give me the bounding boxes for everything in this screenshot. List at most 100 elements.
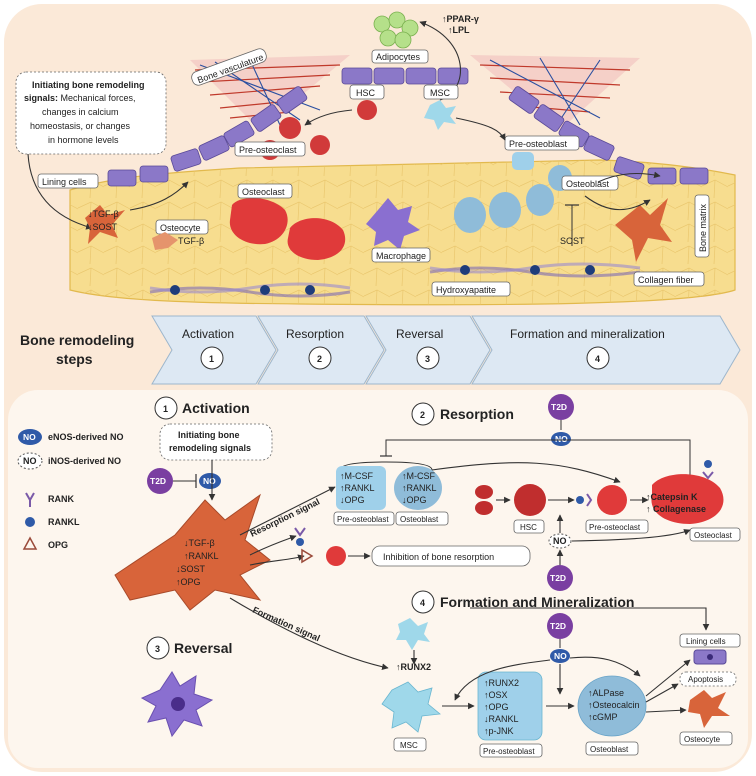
inos-legend-label: iNOS-derived NO (48, 456, 121, 466)
rankl-legend-label: RANKL (48, 517, 80, 527)
bone-matrix-label: Bone matrix (698, 203, 708, 252)
preob2-marker-3: ↑OPG (484, 702, 509, 712)
initiating-signals-lower-box (159, 423, 273, 461)
initiating-body-line1: signals: Mechanical forces, (24, 93, 136, 103)
no-label-activation: NO (203, 476, 216, 486)
rank-top-oc (702, 471, 714, 480)
osteocyte-text-3: ↓SOST (176, 564, 206, 574)
sost-down-label: ↓SOST (88, 222, 118, 232)
osteocyte-text-4: ↑OPG (176, 577, 201, 587)
osteoclast-top-box (237, 183, 293, 199)
lining-cells-top-label: Lining cells (42, 177, 87, 187)
t2d-badge-inos (547, 565, 573, 591)
no-badge-activation (199, 473, 221, 489)
osteocyte-text-1: ↓TGF-β (184, 538, 215, 548)
osteoclast-cell-1 (229, 198, 288, 245)
formation-signal-arrow (229, 597, 389, 671)
oc-lower-label: Osteoclast (694, 531, 733, 540)
lining-cells-lower-box (679, 633, 741, 648)
preoc-lower-cell (597, 485, 627, 515)
inos-to-oc-arrow (571, 529, 691, 542)
initiating-body-5: in hormone levels (48, 135, 119, 145)
ob-marker-3: ↓OPG (402, 495, 427, 505)
formation-num: 4 (420, 598, 425, 608)
step-2-circle (308, 346, 332, 370)
rank-legend-icon (25, 492, 35, 507)
t2d-label-resorption: T2D (551, 402, 567, 412)
activation-num-circle (154, 396, 178, 420)
inos-legend-icon (17, 452, 43, 470)
resorption-num-circle (411, 402, 435, 426)
step-4-num: 4 (595, 354, 600, 364)
inos-no-label: NO (553, 536, 567, 546)
msc-top-cell (424, 100, 456, 130)
hydroxyapatite-label: Hydroxyapatite (436, 285, 496, 295)
t2d-label-formation: T2D (550, 621, 566, 631)
initiating-body-4: homeostasis, or changes (30, 121, 131, 131)
osteoblast-top-label: Osteoblast (566, 179, 610, 189)
osteocyte-small-cell (152, 232, 178, 250)
ob2-marker-2: ↑Osteocalcin (588, 700, 640, 710)
rank-icon-lower (294, 527, 306, 537)
msc-to-preosteoblast-arrow (455, 117, 506, 141)
msc-lower-label: MSC (400, 741, 418, 750)
inos-legend-badge: NO (23, 456, 37, 466)
t2d-badge-activation (147, 468, 173, 494)
rankl-icon-lower (296, 538, 304, 546)
lining-cells-lower-label: Lining cells (686, 637, 726, 646)
osteoblast-to-lining-arrow (597, 171, 661, 183)
enos-legend-icon (18, 429, 42, 445)
no-badge-formation (550, 649, 570, 663)
osteoblast-cell-3 (526, 184, 554, 216)
macrophage-nucleus (171, 697, 185, 711)
osteocyte-lower-box (679, 731, 733, 746)
osteocyte-to-rankl-arrow (249, 534, 297, 556)
step-4-circle (586, 346, 610, 370)
step-2-label: Resorption (286, 327, 344, 341)
ob-label: Osteoblast (400, 515, 439, 524)
ppar-label: ↑PPAR-γ (442, 14, 479, 24)
pre-osteoclast-top-label: Pre-osteoclast (239, 145, 297, 155)
initiating-signals-box (15, 71, 167, 155)
no-to-preob-arrow (454, 659, 551, 701)
ob2-label: Osteoblast (590, 745, 629, 754)
reversal-num-circle (146, 636, 170, 660)
pre-osteoblast-top-label: Pre-osteoblast (509, 139, 568, 149)
hsc-lower-cell-3 (514, 484, 546, 516)
init-box-line-2: remodeling signals (169, 443, 251, 453)
lining-cells-chain (107, 67, 709, 187)
osteoblast-to-matrix-arrow (584, 195, 651, 211)
inhibition-label: Inhibition of bone resorption (383, 552, 494, 562)
pre-osteoclast-top-box (234, 141, 306, 157)
ob2-cell (577, 675, 647, 737)
ob2-marker-1: ↑ALPase (588, 688, 624, 698)
steps-title-1: Bone remodeling (20, 332, 134, 348)
lining-cell-lower-nucleus (707, 654, 713, 660)
hsc-top-cell (357, 100, 377, 120)
preob2-label-box (479, 743, 543, 758)
msc-top-box (423, 84, 459, 100)
ob2-label-box (585, 741, 639, 756)
inhibition-box (371, 545, 531, 567)
step-3-num: 3 (425, 354, 430, 364)
formation-num-circle (411, 590, 435, 614)
preoc-lower-box (585, 519, 649, 534)
pre-osteoclast-top-cell-2 (310, 135, 330, 155)
lining-cells-top-box (37, 173, 99, 189)
rank-bind-icon (586, 493, 593, 507)
macrophage-cell (366, 198, 420, 250)
step-1-circle (200, 346, 224, 370)
preob2-marker-2: ↑OSX (484, 690, 508, 700)
collagen-fiber-label: Collagen fiber (638, 275, 694, 285)
ob-to-apoptosis-arrow (645, 683, 679, 703)
tgf-label: TGF-β (178, 236, 204, 246)
ob-to-osteocyte-arrow (645, 707, 687, 714)
preob-label-box (333, 511, 395, 526)
formation-heading: Formation and Mineralization (440, 594, 634, 610)
preob-marker-1: ↑M-CSF (340, 471, 373, 481)
opg-inhibition-arrow (249, 554, 305, 566)
lower-panel (8, 390, 748, 768)
osteoclast-top-label: Osteoclast (242, 187, 285, 197)
step-1-label: Activation (182, 327, 234, 341)
